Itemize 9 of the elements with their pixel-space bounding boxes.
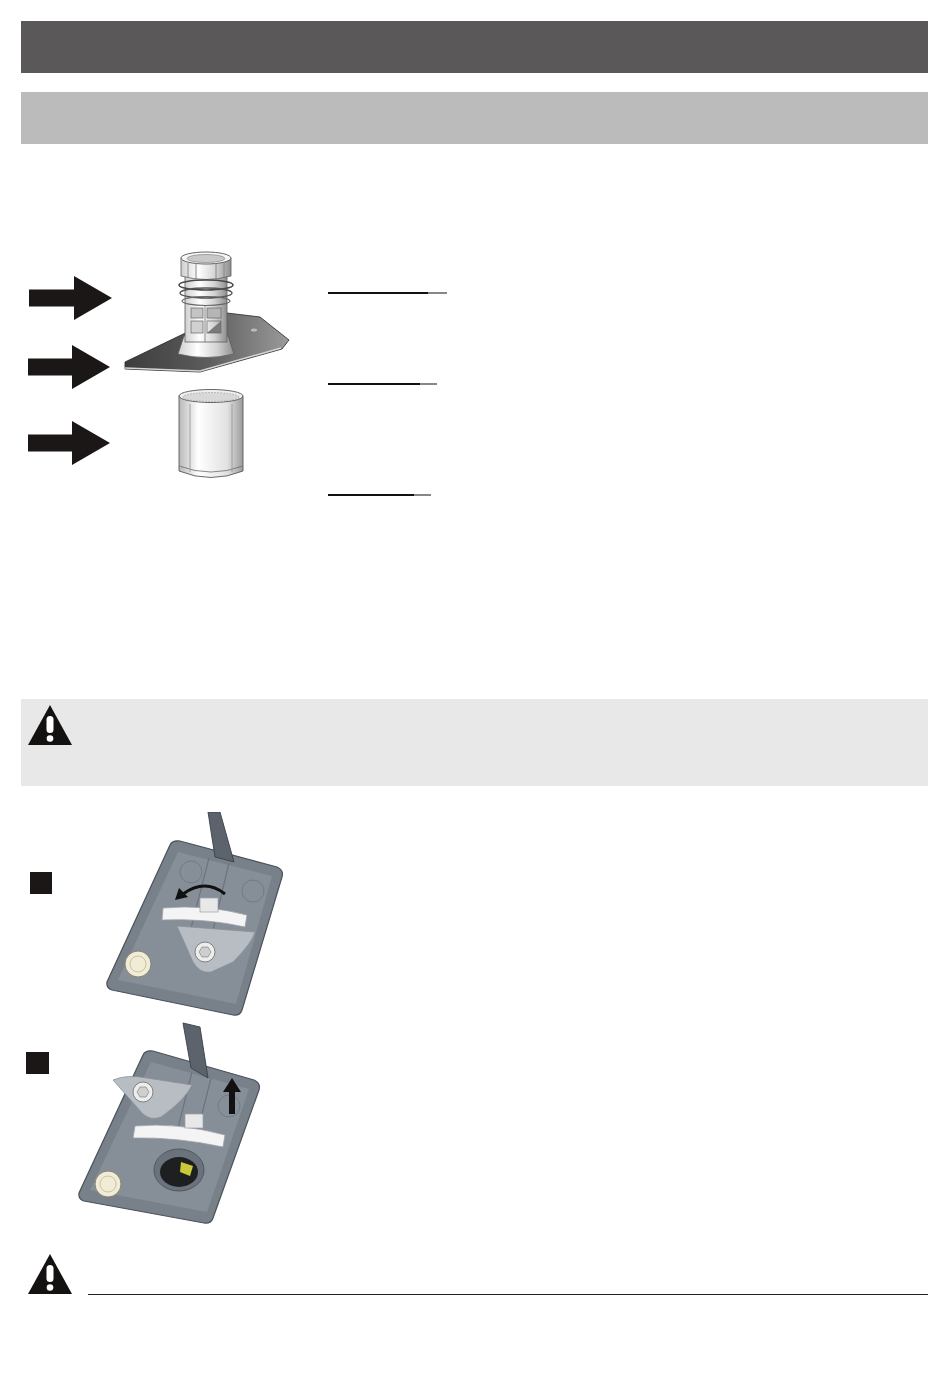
- step-marker: [26, 1052, 49, 1074]
- filter-assembly-drawing: [124, 250, 290, 480]
- warning-panel: [21, 699, 928, 786]
- subtitle-bar: [21, 92, 928, 144]
- block-arrow: [28, 421, 110, 465]
- block-arrow: [28, 345, 110, 389]
- step-marker: [30, 872, 52, 894]
- block-arrow: [29, 276, 112, 320]
- title-bar: [21, 21, 928, 73]
